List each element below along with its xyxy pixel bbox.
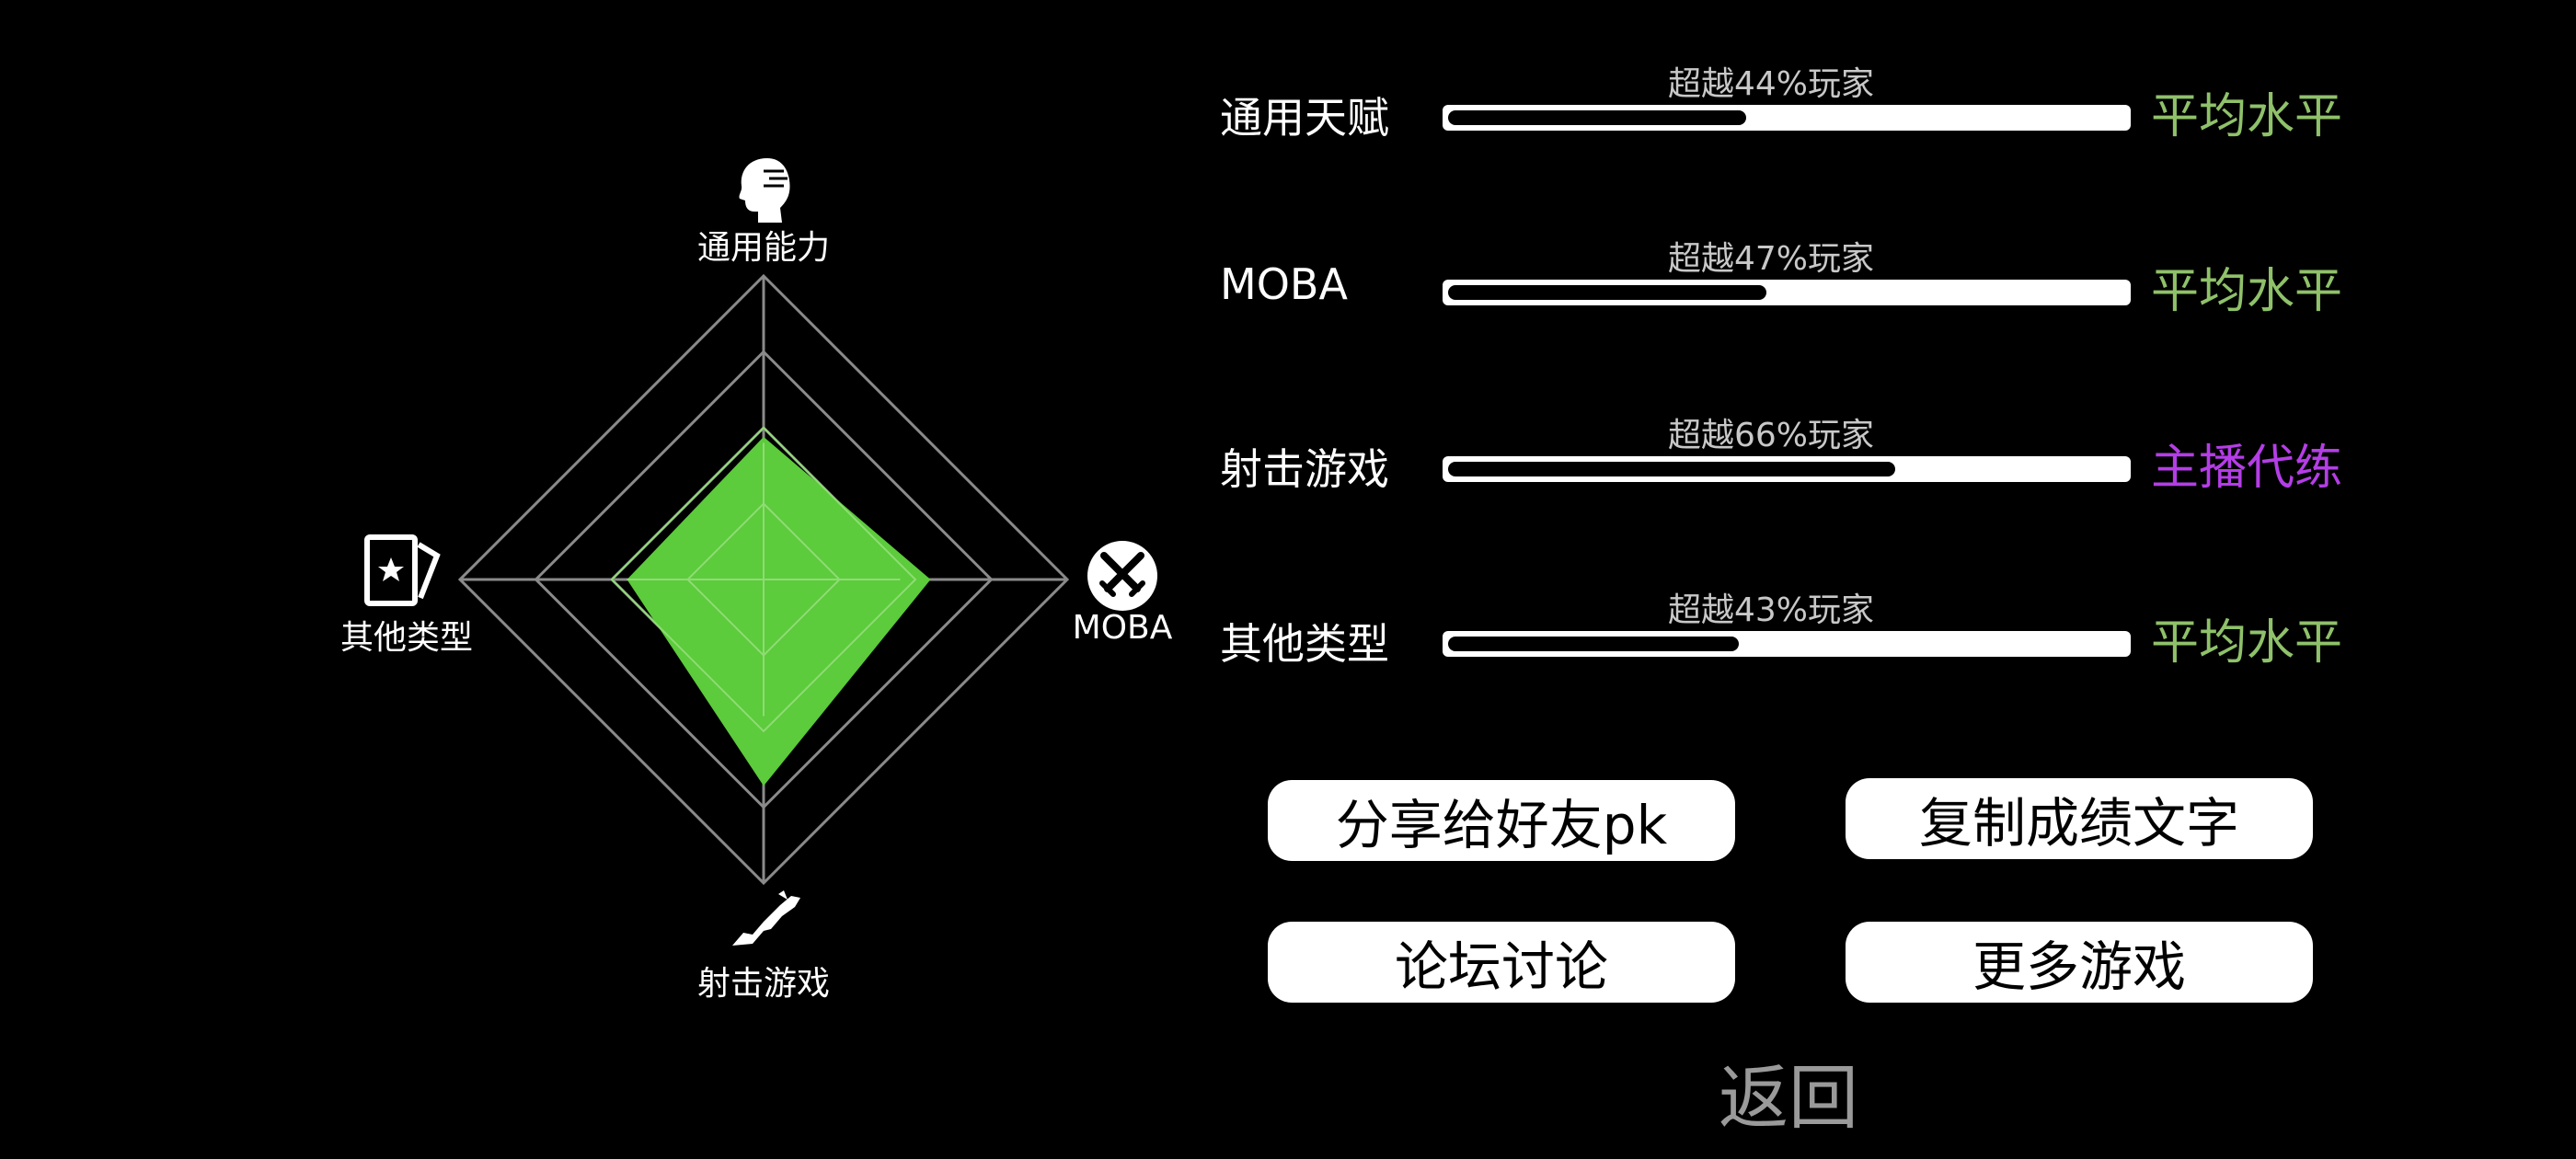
stat-progress-bar bbox=[1443, 280, 2131, 305]
stat-label: 通用天赋 bbox=[1220, 93, 1389, 143]
stat-level: 主播代练 bbox=[2151, 441, 2343, 496]
stat-progress-bar bbox=[1443, 105, 2131, 131]
stat-progress-fill bbox=[1448, 285, 1766, 300]
stat-row-moba: MOBA 超越47%玩家 平均水平 bbox=[0, 232, 2576, 333]
stat-row-shooter: 射击游戏 超越66%玩家 主播代练 bbox=[0, 408, 2576, 510]
rifle-icon bbox=[732, 890, 800, 946]
copy-results-button[interactable]: 复制成绩文字 bbox=[1846, 778, 2313, 859]
stat-percent-text: 超越66%玩家 bbox=[1668, 417, 1875, 454]
stat-progress-bar bbox=[1443, 456, 2131, 482]
stat-percent-text: 超越47%玩家 bbox=[1668, 240, 1875, 278]
stat-level: 平均水平 bbox=[2151, 264, 2343, 319]
stat-level: 平均水平 bbox=[2151, 89, 2343, 144]
stat-percent-text: 超越43%玩家 bbox=[1668, 591, 1875, 629]
stat-progress-bar bbox=[1443, 631, 2131, 657]
stat-level: 平均水平 bbox=[2151, 615, 2343, 671]
stat-label: MOBA bbox=[1220, 259, 1348, 309]
radar-axis-label-other: 其他类型 bbox=[339, 619, 474, 657]
radar-axis-label-general: 通用能力 bbox=[696, 229, 831, 267]
stat-row-general: 通用天赋 超越44%玩家 平均水平 bbox=[0, 57, 2576, 158]
head-profile-icon bbox=[739, 158, 790, 223]
forum-button[interactable]: 论坛讨论 bbox=[1268, 922, 1735, 1003]
stat-label: 其他类型 bbox=[1220, 619, 1389, 669]
stat-label: 射击游戏 bbox=[1220, 444, 1389, 494]
radar-axis-label-moba: MOBA bbox=[1072, 609, 1173, 647]
stat-progress-fill bbox=[1448, 637, 1740, 651]
stat-progress-fill bbox=[1448, 462, 1895, 476]
radar-axis-label-shooter: 射击游戏 bbox=[696, 965, 831, 1003]
back-button[interactable]: 返回 bbox=[1719, 1057, 1858, 1139]
radar-value-shape bbox=[627, 436, 931, 786]
star-cards-icon bbox=[364, 534, 441, 606]
stat-progress-fill bbox=[1448, 110, 1746, 125]
stat-percent-text: 超越44%玩家 bbox=[1668, 65, 1875, 103]
radar-inner-grid bbox=[610, 426, 917, 733]
stat-row-other: 其他类型 超越43%玩家 平均水平 bbox=[0, 583, 2576, 684]
radar-inner-ring bbox=[610, 426, 917, 733]
more-games-button[interactable]: 更多游戏 bbox=[1846, 922, 2313, 1003]
crossed-swords-icon bbox=[1087, 541, 1157, 611]
share-pk-button[interactable]: 分享给好友pk bbox=[1268, 780, 1735, 861]
radar-chart bbox=[457, 273, 1070, 886]
